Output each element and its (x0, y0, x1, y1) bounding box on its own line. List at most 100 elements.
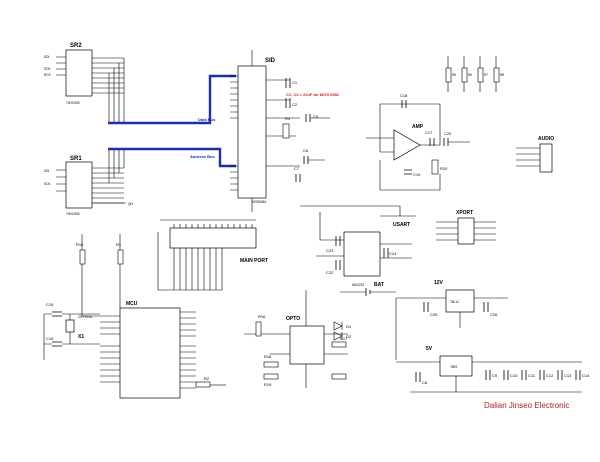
xport-label: XPORT (456, 210, 473, 216)
v12-label: 12V (434, 280, 444, 286)
opto-label: OPTO (286, 316, 300, 322)
main-port-connector (169, 227, 257, 249)
crystal-label: CRYSTAL (78, 315, 93, 319)
opto-block: OPTO R16 R18 R19 R17 D1 D2 (244, 290, 352, 388)
v5-label: 5V (426, 346, 433, 352)
svg-text:D2: D2 (346, 334, 352, 339)
svg-text:R19: R19 (264, 382, 272, 387)
svg-text:C10: C10 (510, 373, 518, 378)
svg-text:QH: QH (128, 202, 133, 206)
mcu-block: MCU R10 R1 R2 (76, 234, 226, 399)
address-bus-label: Address Bus (190, 154, 215, 159)
svg-text:RCK: RCK (44, 73, 52, 77)
usart-block: USART MAX232 C23 C22 C24 (300, 205, 416, 287)
svg-text:R10: R10 (76, 242, 84, 247)
svg-text:R17: R17 (340, 336, 348, 341)
svg-text:C15: C15 (46, 302, 54, 307)
usart-label: USART (393, 222, 410, 228)
svg-text:R5: R5 (452, 73, 456, 77)
brand-label: Dalian Jinseo Electronic (484, 401, 569, 410)
sr1-part: 74HC595 (66, 212, 80, 216)
svg-text:C19: C19 (413, 172, 421, 177)
battery-symbol (365, 288, 371, 296)
data-bus-label: Data Bus (198, 117, 216, 122)
xport-connector (457, 217, 475, 245)
reg12-block: 12V 78L12 C25 C26 (395, 280, 508, 360)
svg-text:R7: R7 (484, 73, 488, 77)
svg-text:SCK: SCK (44, 67, 51, 71)
svg-text:C7: C7 (294, 166, 300, 171)
svg-text:C12: C12 (546, 373, 554, 378)
data-bus-line (108, 74, 236, 125)
svg-text:C8: C8 (422, 380, 428, 385)
xport-block: XPORT (436, 210, 496, 245)
svg-text:R20: R20 (440, 166, 448, 171)
svg-text:C24: C24 (389, 251, 397, 256)
svg-text:C5: C5 (313, 114, 319, 119)
svg-text:R18: R18 (264, 354, 272, 359)
svg-text:D1: D1 (346, 324, 352, 329)
sr2-chip (65, 49, 93, 97)
mcu-label: MCU (126, 301, 138, 307)
mcu-chip (119, 307, 181, 399)
sr2-label: SR2 (70, 43, 82, 49)
svg-text:C22: C22 (326, 270, 334, 275)
svg-text:C25: C25 (430, 312, 438, 317)
svg-text:SDI: SDI (44, 169, 49, 173)
sid-caps: C1 C2 C5 C6 C7 R3 (282, 78, 330, 182)
audio-block: AUDIO (516, 136, 554, 173)
svg-text:C23: C23 (326, 248, 334, 253)
bus-lines: Data Bus Address Bus (108, 74, 236, 168)
svg-text:C2: C2 (292, 102, 298, 107)
reg5-part: 7805 (450, 365, 457, 369)
sr1-block: SR1 74HC595 SDI SCK QH (44, 150, 133, 216)
sr2-part: 74HC595 (66, 101, 80, 105)
amp-opamp (393, 129, 421, 161)
svg-text:C26: C26 (490, 312, 498, 317)
sr1-chip (65, 161, 93, 209)
svg-text:C18: C18 (400, 93, 408, 98)
reg12-part: 78L12 (450, 300, 459, 304)
svg-text:R6: R6 (468, 73, 472, 77)
sid-part: MOS6581 (252, 200, 267, 204)
sid-chip (237, 65, 267, 199)
main-port-label: MAIN PORT (240, 258, 268, 264)
svg-text:R8: R8 (500, 73, 504, 77)
svg-text:R1: R1 (116, 242, 122, 247)
amp-label: AMP (412, 124, 424, 130)
svg-text:C14: C14 (582, 373, 590, 378)
audio-label: AUDIO (538, 136, 554, 142)
svg-text:R3: R3 (285, 116, 291, 121)
sid-block: SID MOS6581 C1, C2 = 22nF for MOS 6581 (230, 50, 340, 212)
max232-chip (343, 231, 381, 277)
x1-label: X1 (78, 334, 84, 340)
audio-connector (539, 143, 553, 173)
svg-text:R2: R2 (204, 376, 210, 381)
svg-text:SDI: SDI (44, 55, 49, 59)
svg-text:C13: C13 (564, 373, 572, 378)
address-bus-line (108, 147, 236, 168)
max232-part: MAX232 (352, 283, 364, 287)
svg-text:C17: C17 (425, 130, 433, 135)
bat-label: BAT (374, 282, 384, 288)
svg-text:C1: C1 (292, 80, 298, 85)
svg-text:SCK: SCK (44, 182, 51, 186)
opto-chip (289, 325, 325, 365)
svg-text:C20: C20 (444, 131, 452, 136)
amp-block: AMP C18 C17 C20 C19 R20 (366, 93, 470, 191)
main-port-block: MAIN PORT (157, 219, 268, 291)
svg-text:C11: C11 (528, 373, 536, 378)
sr1-label: SR1 (70, 156, 82, 162)
sr2-block: SR2 74HC595 SDI SCK RCK (44, 43, 125, 122)
sid-label: SID (265, 58, 276, 64)
c1c2-note: C1, C2 = 22nF for MOS 6581 (286, 92, 340, 97)
svg-text:C9: C9 (492, 373, 498, 378)
resistor-bank: R5 R6 R7 R8 (445, 56, 504, 92)
crystal-block: CRYSTAL X1 C15 C16 (43, 302, 100, 360)
crystal-symbol (65, 319, 75, 333)
svg-text:C16: C16 (46, 336, 54, 341)
svg-text:C6: C6 (303, 148, 309, 153)
reg5-block: 5V 7805 C8 C9 C10 C11 C12 C13 C14 (396, 346, 590, 393)
svg-text:R16: R16 (258, 314, 266, 319)
